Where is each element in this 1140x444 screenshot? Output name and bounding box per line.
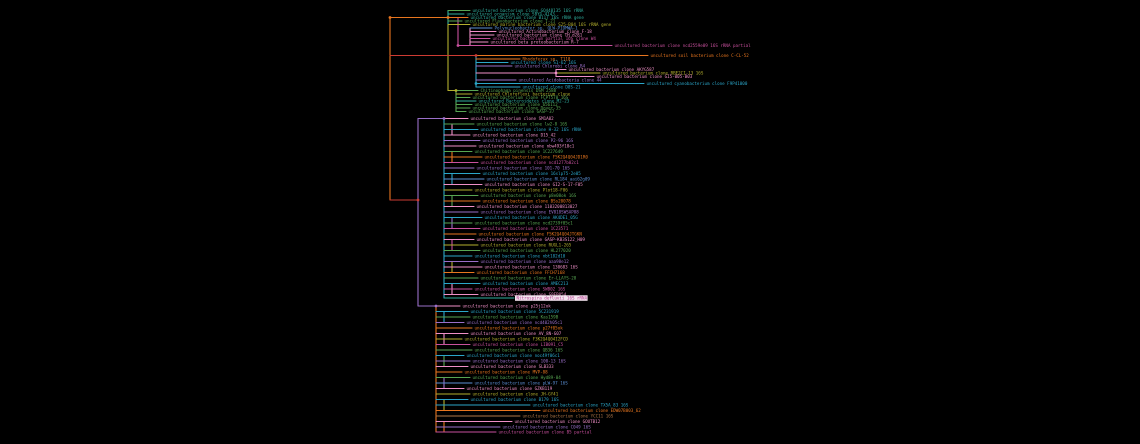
leaf-label: uncultured clone S1-62 16S [511,60,577,65]
leaf-label: uncultured bacterium clone S9EB054 [481,292,567,297]
leaf-label: uncultured bacterium clone 101-70 16S [477,166,571,171]
leaf-label: uncultured bacterium clone C049 16S [503,425,592,430]
leaf-label: uncultured cyanobacterium clone F9P41000 [647,81,748,86]
internal-node-marker [446,16,450,19]
leaf-label: uncultured bacterium clone H-32 16S rRNA [481,127,582,132]
leaf-label: uncultured bacterium clone 16slp75-2e05 [483,171,582,176]
leaf-label: uncultured organism clone SBYG-4143 [467,12,556,17]
leaf-label: uncultured bacterium partial 16S clone W… [493,36,597,41]
leaf-label: uncultured bacterium clone TX5A_83 16S [533,403,629,408]
leaf-label: uncultured bacterium clone ncd2559e09 16… [615,43,752,48]
internal-node-marker [554,71,558,75]
leaf-label: uncultured bacterium clone nbw493f10c1 [479,144,575,149]
leaf-label: uncultured bacterium clone F5K2Q4Q04JD1R… [485,155,589,160]
leaf-label: uncultured bacterium clone D15_42 [473,133,557,138]
leaf-label: uncultured beta proteobacterium R-7 [491,40,580,45]
highlighted-leaf-background [515,295,588,301]
leaf-label: uncultured bacterium clone pLW-97 16S [475,381,569,386]
leaf-label: uncultured bacterium clone AKYG587 [569,67,655,72]
leaf-label: uncultured bacterium clone Hyd89-04 [473,375,562,380]
leaf-label: uncultured bacterium clone ncd402h05c1 [467,320,563,325]
internal-node-marker [474,82,478,85]
leaf-label: uncultured bacterium clone Er-LLAYS-28 [481,276,577,281]
leaf-label: uncultured bacterium clone AMEC213 [483,281,569,286]
leaf-label: uncultured bacterium clone TH_d281 [497,33,583,38]
leaf-label: uncultured bacterium clone lw2-8 16S [477,122,568,127]
leaf-label: uncultured bacterium clone RBE2CI-13 16S [603,71,704,76]
leaf-label: uncultured bacterium clone B117 16S rRNA… [471,15,585,20]
leaf-label: uncultured bacterium clone Plot18-F06 [475,188,569,193]
internal-node-marker [456,44,460,47]
leaf-label: uncultured bacterium clone ncd2739f05c1 [475,221,574,226]
leaf-label: uncultured bacterium clone p27f05ok [475,326,564,331]
leaf-label: uncultured Actinobacterium clone F-18 [499,29,593,34]
leaf-label: uncultured bacterium clone GASP-37 [469,109,555,114]
internal-node-marker [474,54,478,57]
leaf-label: uncultured bacterium clone RL184_aai62g0… [487,177,591,182]
leaf-label: uncultured bacterium clone EDW07B003_62 [543,408,642,413]
internal-node-marker [416,198,420,202]
leaf-label: uncultured bacterium clone B5 partial [499,430,593,435]
leaf-label: uncultured bacterium clone nbt182d10 [475,254,566,259]
leaf-label: uncultured bacterium clone RUGL1-265 [481,243,572,248]
leaf-label: uncultured bacterium clone ncd1277b02c1 [481,160,580,165]
leaf-label: uncultured bacterium clone 5C231919 [471,309,560,314]
leaf-label: uncultured bacterium clone EV818SWSAP88 [481,210,580,215]
leaf-label: uncultured bacterium clone BSs20078 [483,199,572,204]
leaf-label: uncultured bacterium clone F3K2Q4Q04I2FC… [465,337,569,342]
leaf-label: Polynucleobacter sp. QLW-P1DMWA-1 [495,26,579,31]
leaf-label: uncultured bacterium clone FFCH7168 [477,270,566,275]
leaf-label: uncultured bacterium clone 656112 [475,102,559,107]
leaf-label: uncultured bacterium clone aaa98e12 [481,259,570,264]
leaf-label: uncultured bacterium clone MVP-88 [465,370,549,375]
leaf-label: uncultured bacterium clone 1C23571 [483,226,569,231]
leaf-label: uncultured Chlorobi clone B4 [515,64,586,69]
leaf-label: uncultured bacterium clone QB36 16S [475,348,564,353]
internal-node-marker [442,117,446,120]
leaf-label: uncultured bacterium clone SLB333 [471,364,555,369]
leaf-label: uncultured bacterium clone GQ448135 16S … [473,8,584,13]
leaf-label: uncultured bacterium clone Kas159B [473,315,559,320]
leaf-label: uncultured bacterium clone 1C227649 [475,149,564,154]
leaf-label: uncultured bacterium clone 130683 16S [485,265,579,270]
leaf-label: uncultured bacterium clone GZKB119 [467,386,553,391]
leaf-label: uncultured marine bacterium clone S25-B0… [473,22,612,27]
leaf-label: uncultured bacterium clone AV_8N-G07 [471,331,562,336]
leaf-label: uncultured Bacteroidetes clone M2-23 [479,99,570,104]
leaf-label: uncultured bacterium clone p8e08ok 16S [481,193,577,198]
leaf-label: uncultured bacterium clone JH-GY41 [473,392,559,397]
leaf-label: uncultured bacterium clone B179 16S [471,397,560,402]
internal-node-marker [434,304,438,308]
leaf-label: uncultured bacterium clone FCPT578 16S [473,95,569,100]
leaf-label: uncultured bacterium clone SWB02 16S [475,287,566,292]
leaf-label: uncultured bacterium clone GASP-KB3S122_… [477,237,586,242]
leaf-label: uncultured Flavobacterium clone T-21 [465,19,556,24]
leaf-label: uncultured bacterium clone F5K2Q4Q04JTGK… [479,232,583,237]
leaf-label: uncultured bacterium clone GI2-S-17-F05 [485,182,584,187]
leaf-label: uncultured bacterium clone noc49f06c1 [467,353,561,358]
leaf-label: uncultured bacterium clone p25j12ok [463,304,552,309]
leaf-label: uncultured bacterium clone P2-96 16S [483,138,574,143]
leaf-label: uncultured bacterium clone 1103200813027 [477,204,578,209]
leaf-label: uncultured bacterium clone YCC11 16S [523,414,614,419]
leaf-label: uncultured bacterium clone Dover-35 [473,106,562,111]
internal-node-marker [388,16,392,19]
leaf-label: Chitinophaga pinensis DSM 2588 [481,88,557,93]
leaf-label: uncultured bacterium clone GI5-005-B03 [597,74,693,79]
leaf-label: Rhodoferax sp. T118 [523,57,571,62]
leaf-label: uncultured bacterium clone GOUTB12 [515,419,601,424]
internal-node-marker [454,89,458,92]
leaf-label: uncultured bacterium clone 100-13 16S [473,359,567,364]
leaf-label: uncultured clone D8S-21 [523,85,581,90]
leaf-label: uncultured Chloroflexi bacterium clone [475,92,571,97]
leaf-label: uncultured bacterium clone SM1A02 [471,116,555,121]
leaf-label: uncultured soil bacterium clone C-CL-52 [651,53,750,58]
leaf-label: uncultured bacterium clone LIB091_C5 [473,342,564,347]
leaf-label: uncultured bacterium clone HL277020 [483,248,572,253]
leaf-label: uncultured bacterium clone AK4DE1_05G [485,215,579,220]
leaf-label: uncultured Acidobacteria clone 44 [519,78,603,83]
leaf-label: Nitrospira defluvii 16S rRNA [517,296,588,301]
